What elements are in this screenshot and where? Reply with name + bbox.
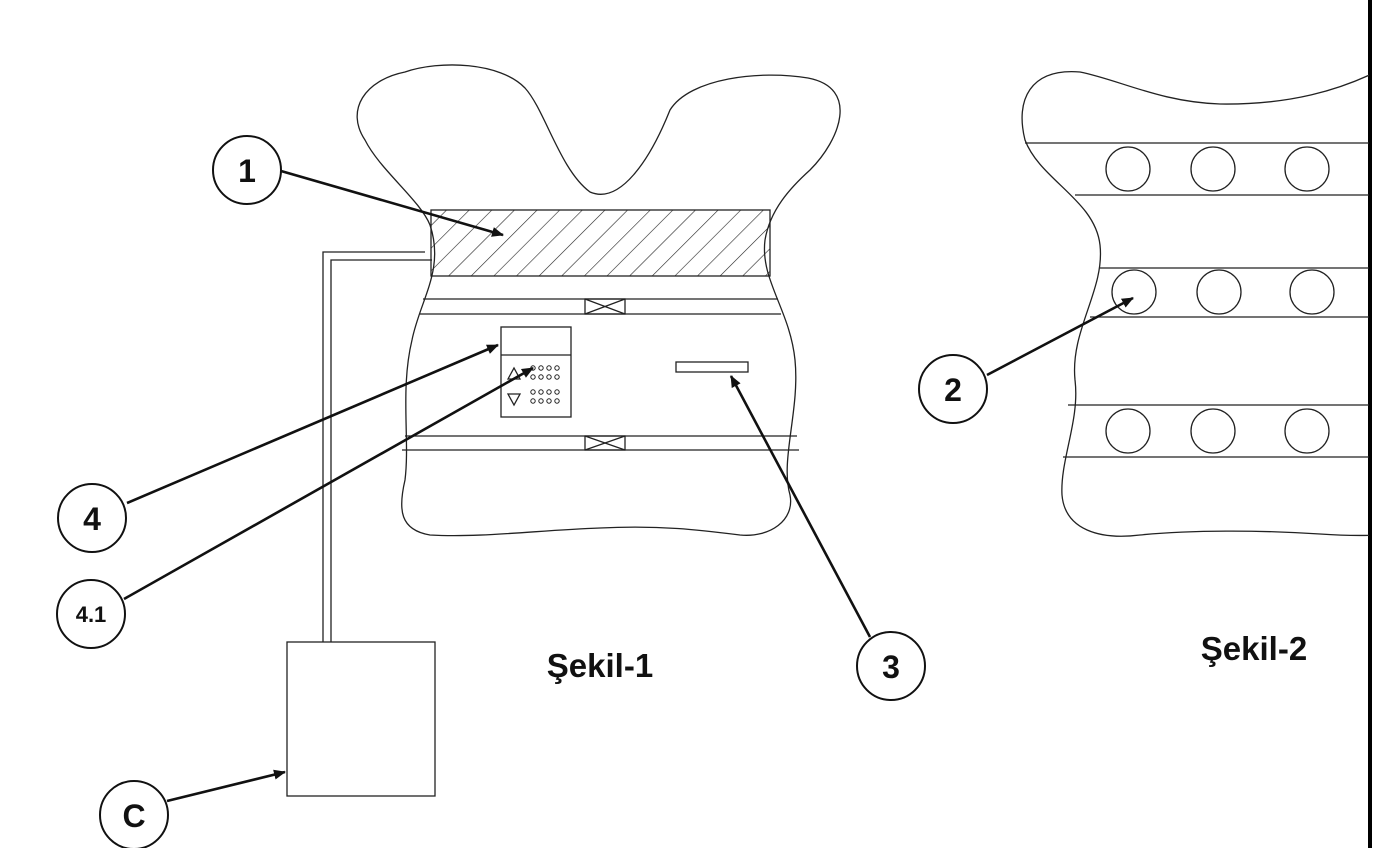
leader-2 [987, 298, 1133, 375]
leader-4 [127, 345, 498, 503]
valve-icon [585, 436, 625, 450]
callout-C: C [100, 781, 168, 848]
callout-C-label: C [122, 798, 145, 834]
hatched-band [431, 210, 770, 276]
fig2-body-outline [1022, 70, 1373, 536]
figure-1 [287, 65, 840, 796]
figure-2-caption: Şekil-2 [1201, 630, 1307, 667]
callout-4-label: 4 [83, 501, 101, 537]
cushion-row-2 [1112, 270, 1373, 314]
callout-2: 2 [919, 355, 987, 423]
control-unit [501, 327, 571, 417]
valve-icon [585, 299, 625, 314]
callout-3: 3 [857, 632, 925, 700]
cushion-row-3 [1106, 409, 1373, 453]
figure-2 [1022, 70, 1373, 536]
button-dots-icon [531, 366, 559, 403]
callout-1-label: 1 [238, 153, 256, 189]
compressor-box [287, 642, 435, 796]
callout-1: 1 [213, 136, 281, 204]
sensor-strip [676, 362, 748, 372]
figure-1-caption: Şekil-1 [547, 647, 653, 684]
leader-1 [281, 171, 503, 235]
air-tube-outer [323, 252, 425, 642]
leader-4-1 [124, 368, 533, 599]
callout-3-label: 3 [882, 649, 900, 685]
cushion-row-1 [1106, 147, 1373, 191]
leader-C [167, 772, 285, 801]
callout-2-label: 2 [944, 372, 962, 408]
callout-4-1-label: 4.1 [76, 602, 107, 627]
callout-4: 4 [58, 484, 126, 552]
fig1-body-outline [357, 65, 840, 536]
callout-4-1: 4.1 [57, 580, 125, 648]
air-tube-inner [331, 260, 432, 642]
arrow-down-icon [508, 394, 520, 405]
leader-3 [731, 376, 870, 637]
